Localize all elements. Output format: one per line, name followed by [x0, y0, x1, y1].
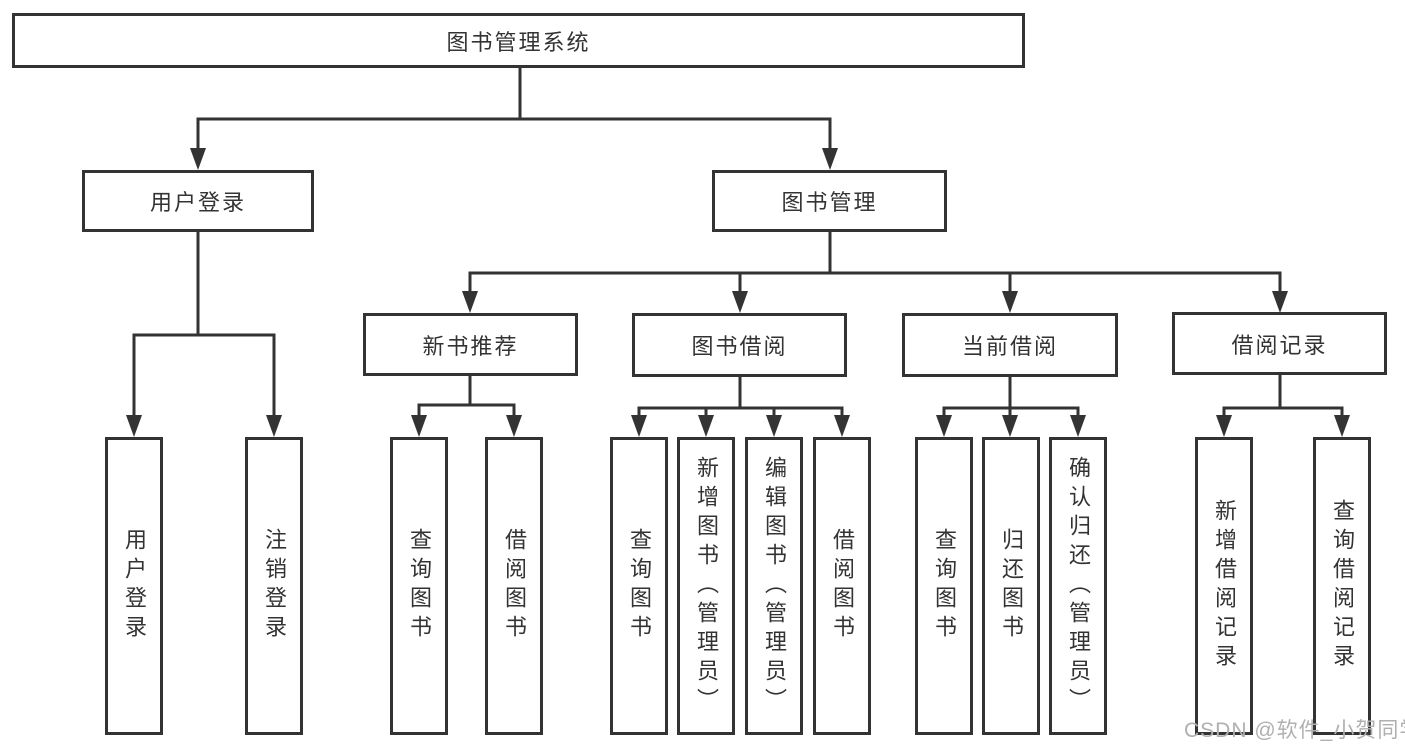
leaf-query-borrow-record-label: 查询借阅记录: [1330, 499, 1355, 673]
node-book-management-label: 图书管理: [781, 190, 878, 215]
leaf-query-book-2: 查询图书: [610, 437, 668, 735]
edge-level1-bus: [196, 117, 832, 152]
node-borrow-record: 借阅记录: [1172, 312, 1387, 375]
node-new-book-recommend-label: 新书推荐: [422, 333, 519, 359]
arrow-leaf-userlogin: [126, 415, 142, 437]
arrow-leaf-queryrecord: [1334, 415, 1350, 437]
leaf-edit-book-label: 编辑图书（管理员）: [762, 455, 787, 717]
arrow-leaf-borrow-a: [506, 415, 522, 437]
leaf-query-book-2-label: 查询图书: [627, 528, 652, 644]
leaf-query-book-1: 查询图书: [390, 437, 448, 735]
leaf-edit-book: 编辑图书（管理员）: [745, 437, 803, 735]
edge-level2-bus: [468, 271, 1282, 295]
arrow-userlogin: [190, 148, 206, 170]
leaf-borrow-book-1-label: 借阅图书: [502, 528, 527, 644]
node-root: 图书管理系统: [12, 13, 1025, 68]
leaf-confirm-return-label: 确认归还（管理员）: [1066, 455, 1091, 717]
arrow-borrow: [732, 291, 748, 313]
leaf-confirm-return: 确认归还（管理员）: [1049, 437, 1107, 735]
arrow-leaf-addrecord: [1216, 415, 1232, 437]
leaf-query-book-1-label: 查询图书: [407, 528, 432, 644]
node-user-login: 用户登录: [82, 170, 314, 232]
node-user-login-label: 用户登录: [149, 190, 246, 215]
arrow-leaf-editbook: [766, 415, 782, 437]
arrow-leaf-confirm: [1070, 415, 1086, 437]
node-current-borrow: 当前借阅: [902, 313, 1118, 377]
edge-newbook-bus: [417, 403, 516, 419]
leaf-add-book-label: 新增图书（管理员）: [694, 455, 719, 717]
leaf-return-book: 归还图书: [982, 437, 1040, 735]
leaf-add-book: 新增图书（管理员）: [677, 437, 735, 735]
arrow-leaf-addbook: [698, 415, 714, 437]
arrow-leaf-query-a: [411, 415, 427, 437]
node-borrow-record-label: 借阅记录: [1231, 332, 1328, 358]
edge-userlogin-bus: [132, 333, 276, 419]
node-root-label: 图书管理系统: [446, 29, 591, 55]
arrow-bookmgmt: [822, 148, 838, 170]
leaf-borrow-book-2-label: 借阅图书: [830, 528, 855, 644]
edge-borrow-bus: [637, 406, 844, 419]
node-book-management: 图书管理: [712, 170, 947, 232]
arrow-current: [1002, 291, 1018, 313]
leaf-return-book-label: 归还图书: [999, 528, 1024, 644]
leaf-add-borrow-record: 新增借阅记录: [1195, 437, 1253, 735]
node-book-borrow: 图书借阅: [632, 313, 847, 377]
leaf-user-login-label: 用户登录: [122, 528, 147, 644]
leaf-logout-label: 注销登录: [262, 528, 287, 644]
leaf-add-borrow-record-label: 新增借阅记录: [1212, 499, 1237, 673]
leaf-query-book-3: 查询图书: [915, 437, 973, 735]
arrow-leaf-query-b: [631, 415, 647, 437]
arrow-leaf-logout: [266, 415, 282, 437]
leaf-borrow-book-1: 借阅图书: [485, 437, 543, 735]
leaf-user-login: 用户登录: [105, 437, 163, 735]
leaf-query-borrow-record: 查询借阅记录: [1313, 437, 1371, 735]
leaf-query-book-3-label: 查询图书: [932, 528, 957, 644]
node-current-borrow-label: 当前借阅: [961, 334, 1058, 359]
leaf-logout: 注销登录: [245, 437, 303, 735]
arrow-leaf-borrow-b: [834, 415, 850, 437]
node-new-book-recommend: 新书推荐: [363, 313, 578, 376]
arrow-leaf-return: [1002, 415, 1018, 437]
leaf-borrow-book-2: 借阅图书: [813, 437, 871, 735]
arrow-newbook: [462, 291, 478, 313]
node-book-borrow-label: 图书借阅: [691, 334, 788, 359]
watermark: CSDN @软件_小贺同学: [1184, 719, 1405, 742]
arrow-record: [1272, 291, 1288, 313]
edge-record-bus: [1222, 406, 1344, 419]
arrow-leaf-query-c: [936, 415, 952, 437]
edge-current-bus: [942, 406, 1080, 419]
